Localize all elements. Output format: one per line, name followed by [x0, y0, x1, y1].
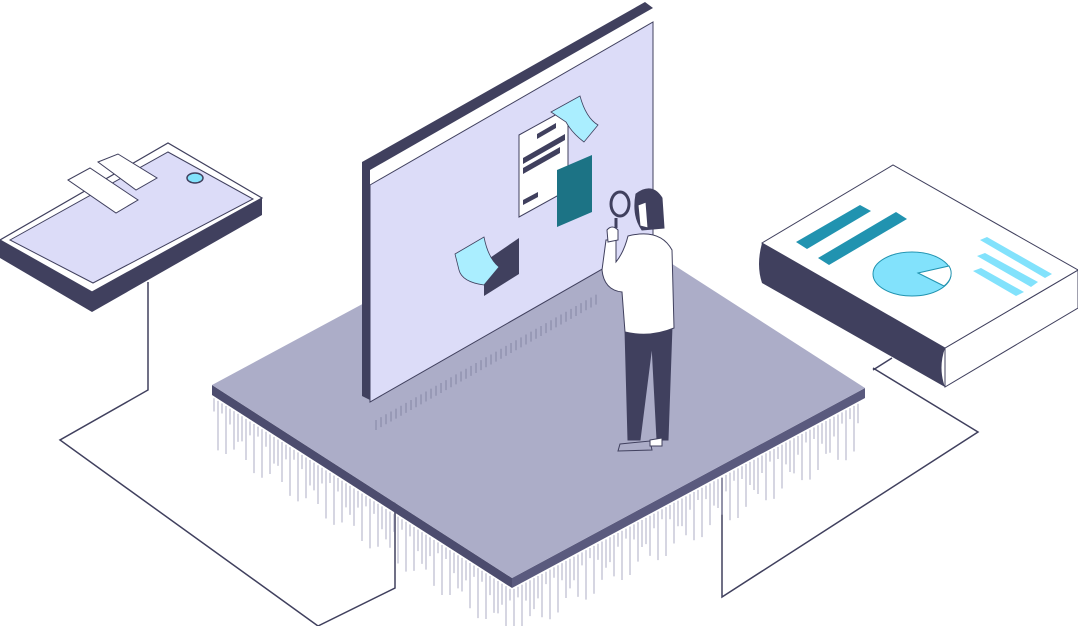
platform — [212, 195, 865, 588]
report-bar — [796, 205, 871, 249]
person-legs — [624, 325, 673, 441]
connector-lines — [58, 282, 980, 626]
report-bar — [818, 212, 907, 265]
whiteboard — [362, 2, 654, 403]
phone-device — [0, 142, 264, 312]
board-reflection — [375, 294, 597, 430]
phone-tape — [67, 167, 139, 214]
platform-shadow-hatch — [213, 398, 859, 626]
magnifier-icon — [609, 190, 631, 218]
sticky-note-bottom — [454, 236, 500, 286]
teal-card — [557, 155, 592, 227]
phone-camera-icon — [186, 172, 204, 184]
report-book — [759, 164, 1078, 388]
book-connector-line — [721, 367, 980, 599]
sticky-note-top — [550, 95, 599, 143]
book-connector-stub — [872, 357, 893, 371]
phone-connector-line — [58, 282, 396, 626]
dark-card — [484, 238, 519, 296]
person-torso — [601, 233, 675, 335]
person — [601, 188, 675, 452]
